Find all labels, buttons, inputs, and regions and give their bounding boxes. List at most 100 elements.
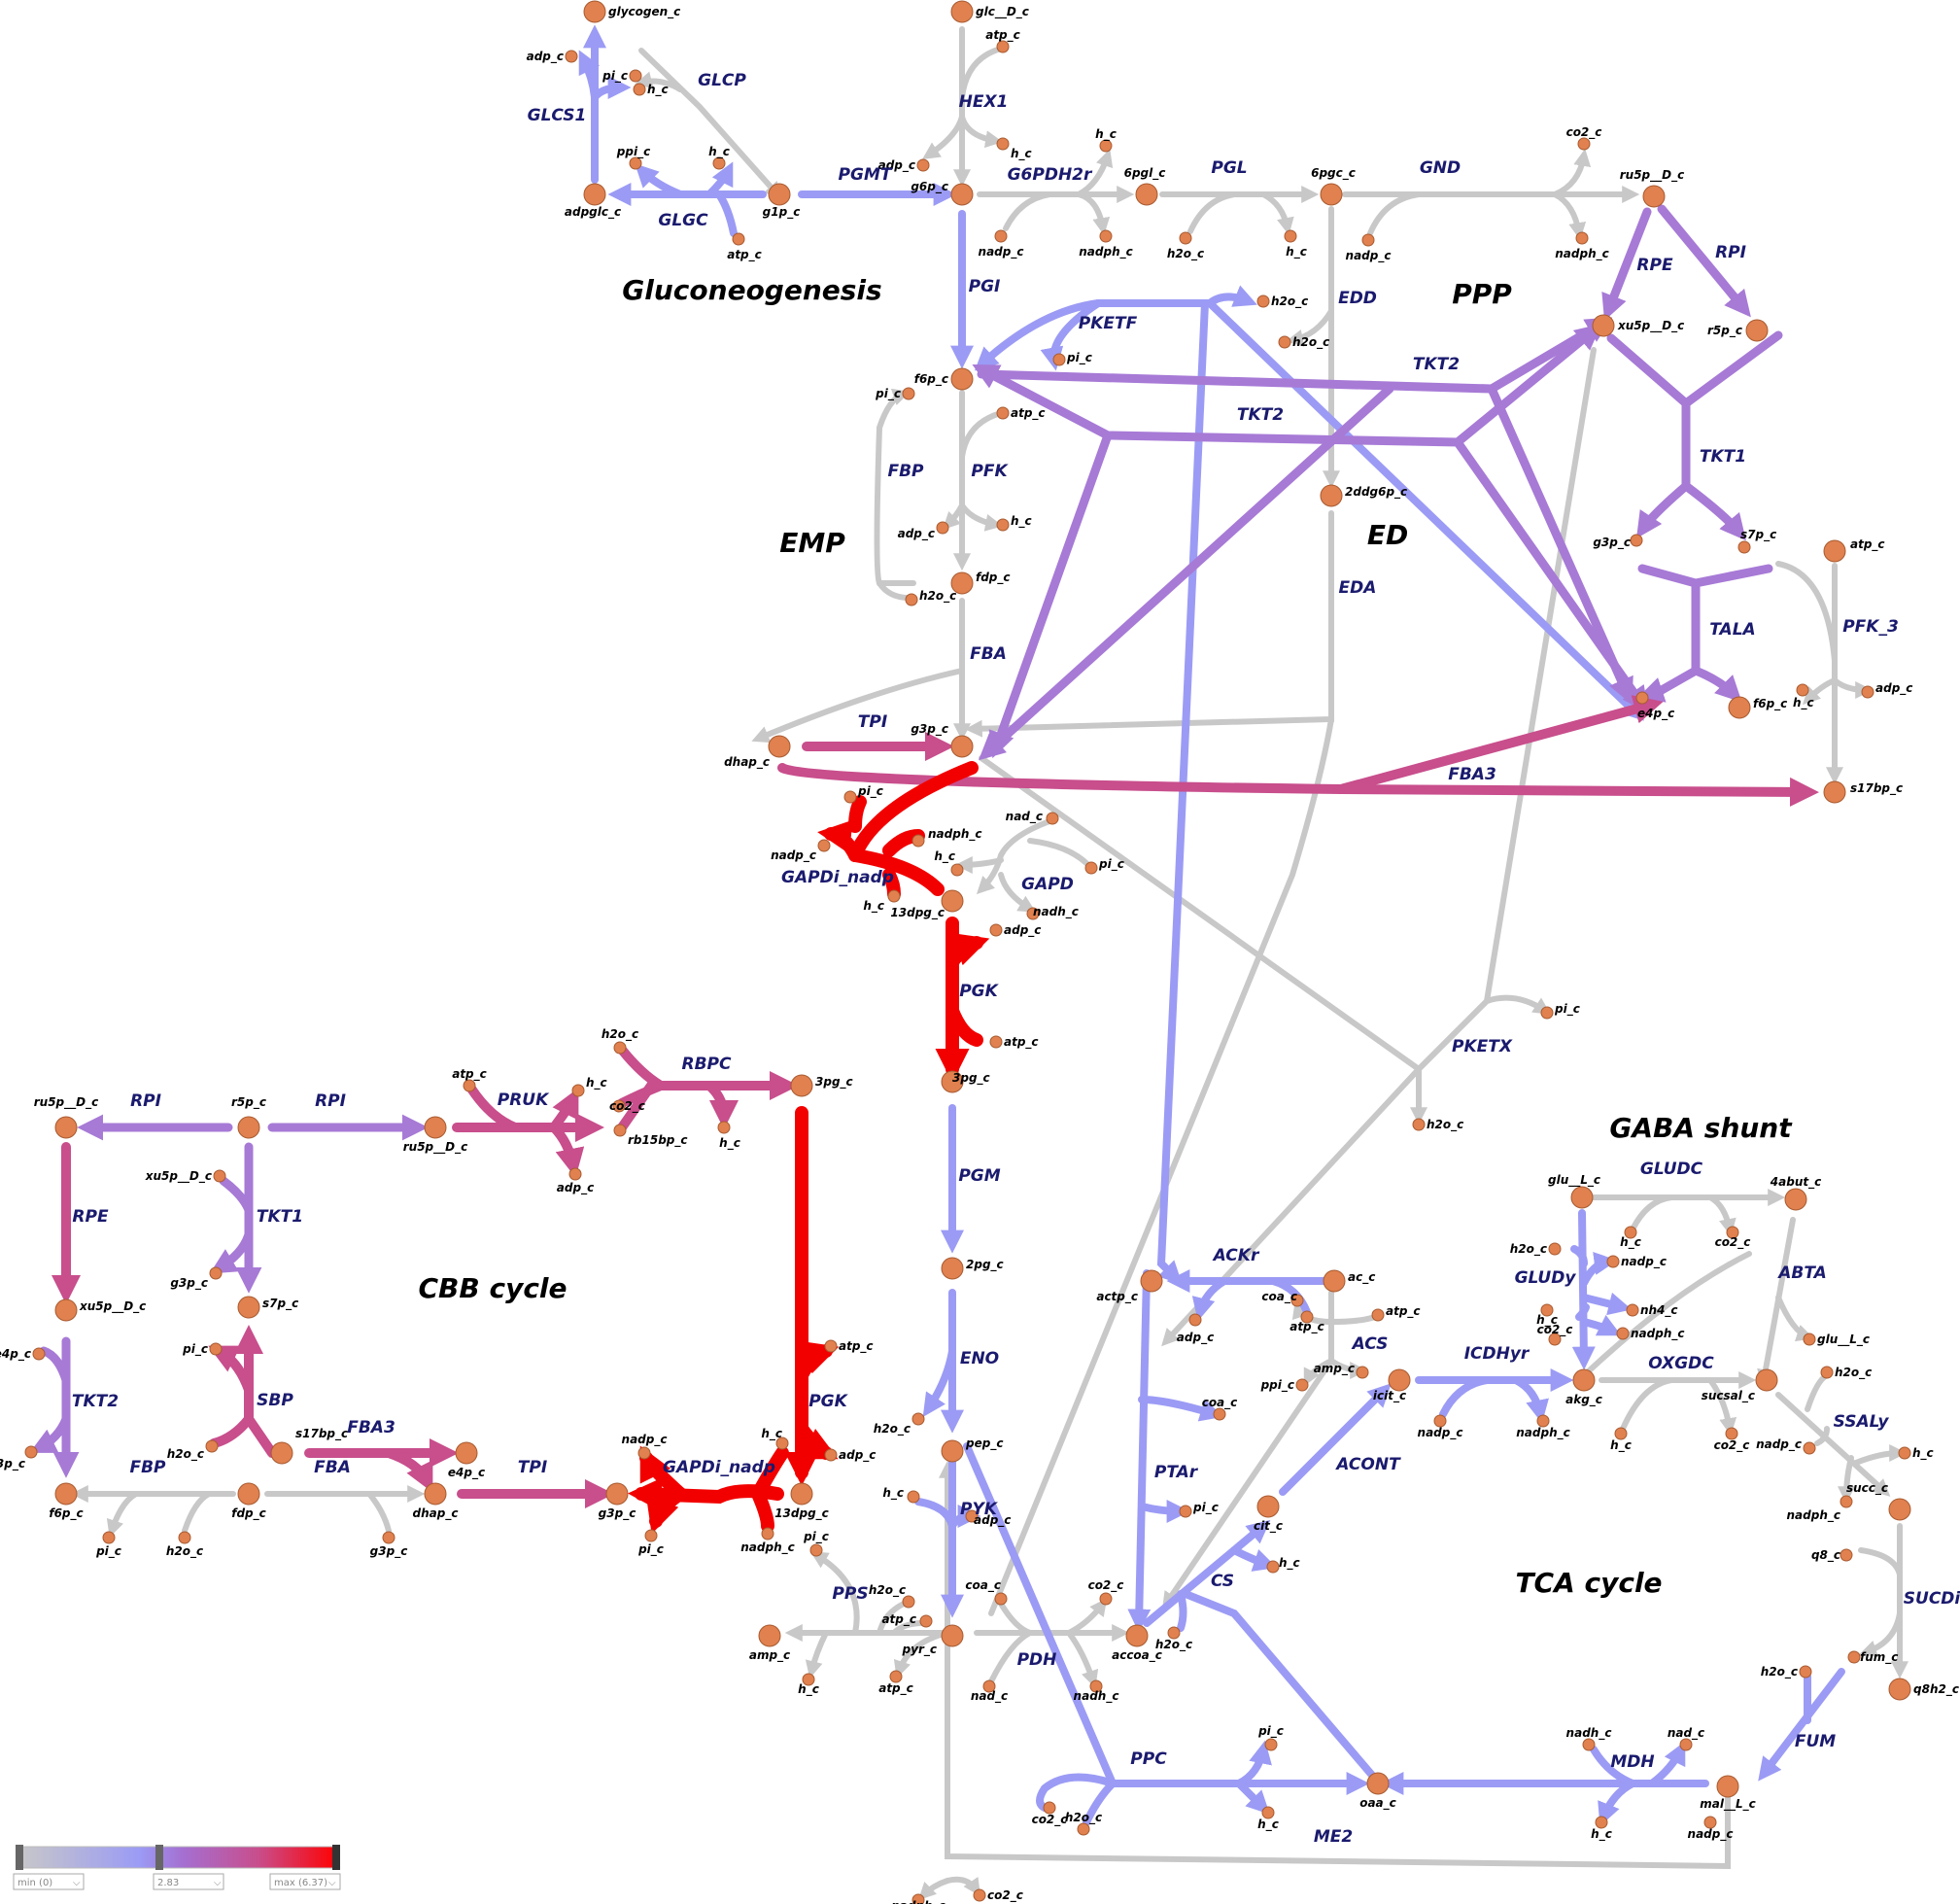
- mid-handle[interactable]: [155, 1845, 163, 1870]
- reaction-path-gludc-h[interactable]: [1630, 1194, 1674, 1232]
- reaction-path-pfk-h[interactable]: [959, 502, 1004, 532]
- reaction-path-gapdi-cbb-pi[interactable]: [646, 1487, 687, 1535]
- reaction-path-pgl-h[interactable]: [1260, 191, 1294, 236]
- metabolite-node-pi_pps[interactable]: [809, 1543, 823, 1557]
- metabolite-node-co2_gludy[interactable]: [1548, 1333, 1562, 1346]
- reaction-label-pketx[interactable]: PKETX: [1452, 1037, 1513, 1056]
- reaction-path-glgc-h[interactable]: [705, 161, 734, 198]
- reaction-label-pgk-cbb[interactable]: PGK: [808, 1392, 848, 1411]
- reaction-path-me2-nadph[interactable]: [917, 1878, 950, 1901]
- reaction-path-gludy-nadph[interactable]: [1580, 1314, 1622, 1336]
- reaction-label-rpe-cbb[interactable]: RPE: [72, 1207, 109, 1227]
- reaction-path-glgc-atp[interactable]: [715, 190, 738, 237]
- reaction-path-tkt1-g3p[interactable]: [1636, 481, 1691, 538]
- reaction-path-fbp[interactable]: [874, 388, 916, 586]
- metabolite-node-adp_hex[interactable]: [916, 158, 930, 172]
- reaction-path-tala[interactable]: [1636, 564, 1701, 703]
- reaction-label-abta[interactable]: ABTA: [1776, 1264, 1827, 1283]
- reaction-label-sbp[interactable]: SBP: [257, 1391, 293, 1410]
- metabolite-node-succ_c[interactable]: [1888, 1498, 1911, 1521]
- reaction-path-eda[interactable]: [964, 510, 1334, 738]
- metabolite-node-atp_acs[interactable]: [1300, 1310, 1314, 1324]
- metabolite-node-pi_fbpcbb[interactable]: [102, 1531, 116, 1544]
- metabolite-node-h2o_pgl[interactable]: [1179, 231, 1192, 245]
- reaction-path-pfk-atp[interactable]: [959, 410, 1004, 460]
- metabolite-node-atp_pps[interactable]: [919, 1614, 933, 1628]
- metabolite-node-xu5p_D_c[interactable]: [1592, 314, 1615, 337]
- metabolite-node-co2_oxgdc[interactable]: [1725, 1427, 1738, 1440]
- reaction-label-fba3-cbb[interactable]: FBA3: [347, 1418, 395, 1437]
- reaction-label-eda[interactable]: EDA: [1339, 578, 1377, 598]
- metabolite-node-ru5p_cbb1[interactable]: [54, 1116, 78, 1139]
- metabolite-node-atp_hex[interactable]: [996, 40, 1010, 53]
- metabolite-node-4abut_c[interactable]: [1784, 1188, 1807, 1211]
- metabolite-node-h_gapdicbb[interactable]: [775, 1437, 789, 1450]
- metabolite-node-amp_pps[interactable]: [758, 1624, 781, 1647]
- reaction-path-pruk-atp[interactable]: [466, 1084, 520, 1132]
- metabolite-node-h_oxgdc[interactable]: [1614, 1427, 1628, 1440]
- metabolite-node-ru5p_cbb2[interactable]: [424, 1116, 447, 1139]
- reaction-path-tkt2a-e4p[interactable]: [1487, 384, 1633, 705]
- reaction-label-tkt2-cbb[interactable]: TKT2: [72, 1392, 119, 1411]
- metabolite-node-nadph_g6pdh[interactable]: [1099, 229, 1113, 243]
- reaction-path-sbp-pi[interactable]: [208, 1345, 254, 1395]
- reaction-label-glcs1[interactable]: GLCS1: [528, 106, 587, 125]
- reaction-label-glcp[interactable]: GLCP: [698, 71, 746, 90]
- metabolite-node-atp_pruk[interactable]: [463, 1079, 476, 1092]
- metabolite-node-g3p_tkt1cbb[interactable]: [209, 1266, 223, 1280]
- metabolite-node-glycogen_c[interactable]: [583, 0, 606, 23]
- metabolite-node-dhap_c[interactable]: [768, 735, 791, 758]
- reaction-path-abta-akg[interactable]: [1576, 1251, 1752, 1383]
- metabolite-node-mal_L_c[interactable]: [1716, 1775, 1739, 1798]
- metabolite-node-adp_ackr[interactable]: [1188, 1313, 1202, 1327]
- metabolite-node-h_rbpc[interactable]: [717, 1121, 731, 1134]
- reaction-path-gnd-nadph[interactable]: [1552, 191, 1587, 241]
- reaction-path-pketx[interactable]: [1161, 347, 1597, 1347]
- reaction-path-gludy-h[interactable]: [1575, 1303, 1590, 1321]
- reaction-path-pdh-nad[interactable]: [988, 1630, 1033, 1684]
- reaction-label-gapd[interactable]: GAPD: [1021, 875, 1074, 894]
- metabolite-node-h2o_rbpc[interactable]: [613, 1041, 627, 1055]
- metabolite-node-adp_pfk3[interactable]: [1861, 685, 1874, 699]
- metabolite-node-ppi_glgc[interactable]: [629, 156, 642, 170]
- reaction-label-ppc[interactable]: PPC: [1130, 1749, 1167, 1769]
- reaction-path-gapd[interactable]: [976, 818, 1052, 895]
- metabolite-node-pi_glcp[interactable]: [629, 69, 642, 83]
- reaction-label-ssaly[interactable]: SSALy: [1834, 1412, 1890, 1432]
- metabolite-node-actp_c[interactable]: [1140, 1269, 1163, 1293]
- metabolite-node-adp_glc[interactable]: [565, 50, 578, 63]
- reaction-path-ackr-adp[interactable]: [1191, 1277, 1228, 1322]
- metabolite-node-h_gludc[interactable]: [1624, 1226, 1637, 1239]
- reaction-path-pdh-co2[interactable]: [1066, 1598, 1108, 1636]
- reaction-path-gapd-h[interactable]: [954, 855, 1004, 874]
- reaction-label-ptar[interactable]: PTAr: [1154, 1463, 1199, 1482]
- reaction-path-gnd-co2[interactable]: [1552, 148, 1592, 197]
- reaction-label-eno[interactable]: ENO: [960, 1349, 999, 1368]
- metabolite-node-nadp_ssaly[interactable]: [1803, 1441, 1816, 1455]
- reaction-path-ppc-h[interactable]: [1235, 1780, 1270, 1815]
- reaction-path-me2[interactable]: [939, 1460, 1731, 1870]
- reaction-label-acont[interactable]: ACONT: [1334, 1455, 1401, 1474]
- reaction-path-pps-h2o[interactable]: [877, 1601, 907, 1636]
- reaction-label-rbpc[interactable]: RBPC: [682, 1055, 733, 1074]
- metabolite-node-cit_c[interactable]: [1256, 1495, 1280, 1518]
- metabolite-node-g3p_fbacbb[interactable]: [382, 1531, 395, 1544]
- reaction-path-pruk-adp[interactable]: [549, 1123, 585, 1178]
- reaction-label-tkt1-top[interactable]: TKT1: [1700, 447, 1746, 467]
- reaction-path-ssaly-h[interactable]: [1853, 1444, 1908, 1466]
- min-dropdown-icon[interactable]: ⌵: [73, 1878, 81, 1888]
- metabolite-node-nadph_icdh[interactable]: [1536, 1414, 1550, 1428]
- metabolite-node-ppi_acs[interactable]: [1295, 1378, 1309, 1392]
- metabolite-node-h2o_eno[interactable]: [911, 1412, 925, 1426]
- metabolite-node-pi_pketx[interactable]: [1540, 1006, 1554, 1020]
- reaction-label-icdhyr[interactable]: ICDHyr: [1464, 1344, 1530, 1364]
- metabolite-node-h_glcs[interactable]: [633, 83, 646, 96]
- reaction-label-fba3-top[interactable]: FBA3: [1448, 765, 1496, 784]
- reaction-path-gapd-pi[interactable]: [1027, 838, 1091, 868]
- max-handle[interactable]: [332, 1845, 340, 1870]
- reaction-label-rpe-top[interactable]: RPE: [1636, 256, 1673, 275]
- metabolite-node-h_hex[interactable]: [996, 137, 1010, 151]
- reaction-path-rpi-top[interactable]: [1657, 204, 1751, 318]
- metabolite-node-s17bp_cbb[interactable]: [270, 1441, 293, 1465]
- reaction-path-gapdi-top-3[interactable]: [848, 848, 945, 896]
